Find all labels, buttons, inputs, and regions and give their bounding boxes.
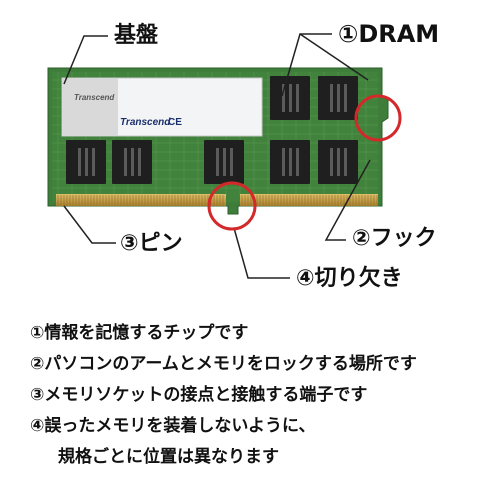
description-notch-continued: 規格ごとに位置は異なります	[58, 447, 279, 467]
label-dram: ①DRAM	[338, 20, 440, 48]
notch-highlight-circle	[207, 181, 257, 231]
brand-name-text: Transcend	[120, 117, 171, 128]
dram-chip	[112, 140, 152, 184]
description-hook: ②パソコンのアームとメモリをロックする場所です	[30, 354, 417, 374]
brand-mark-text: Transcend	[74, 93, 115, 102]
label-notch: ④切り欠き	[296, 266, 403, 291]
label-hook: ②フック	[352, 226, 437, 251]
leader-line-pin	[63, 205, 116, 244]
module-label: Transcend Transcend CE	[61, 77, 263, 137]
description-dram: ①情報を記憶するチップです	[30, 323, 249, 343]
dram-chip	[318, 140, 358, 184]
ce-mark-text: CE	[168, 117, 182, 128]
dram-chip	[270, 76, 310, 120]
leader-line-hook	[324, 159, 371, 241]
dram-chip	[66, 140, 106, 184]
label-base: 基盤	[114, 23, 159, 48]
gold-pins	[56, 194, 378, 206]
leader-line-base	[63, 35, 108, 85]
description-notch: ④誤ったメモリを装着しないように、	[30, 416, 316, 436]
highlight-circles	[207, 94, 402, 231]
label-pin: ③ピン	[120, 231, 183, 256]
leader-line-dram-hook	[299, 33, 369, 81]
description-pin: ③メモリソケットの接点と接触する端子です	[30, 385, 368, 405]
dram-chips	[66, 76, 358, 184]
hook-highlight-circle	[354, 94, 402, 142]
leader-lines	[63, 33, 371, 279]
dram-chip	[318, 76, 358, 120]
leader-line-notch	[233, 227, 290, 279]
dram-chip	[204, 140, 244, 184]
dram-chip	[270, 140, 310, 184]
description-list: ①情報を記憶するチップです ②パソコンのアームとメモリをロックする場所です ③メ…	[30, 318, 490, 473]
